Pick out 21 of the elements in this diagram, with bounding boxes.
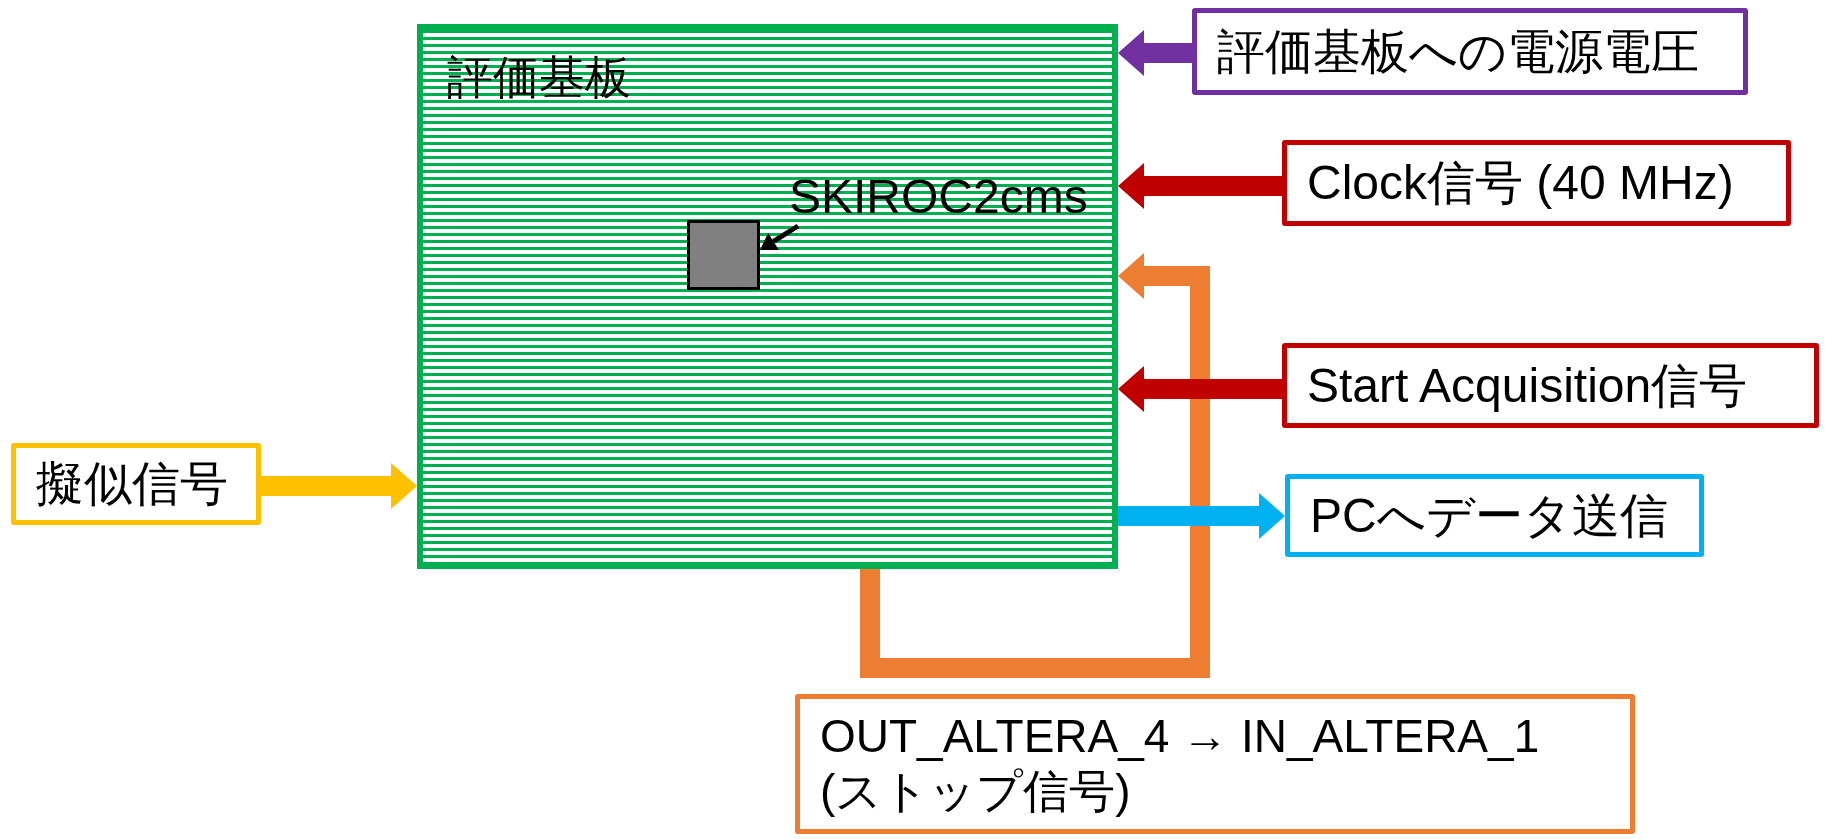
signal-box [1192, 8, 1748, 95]
arrow [261, 463, 417, 509]
arrow [1118, 30, 1192, 76]
signal-label: OUT_ALTERA_4 → IN_ALTERA_1 (ストップ信号) [820, 708, 1541, 819]
loop-arrow [860, 253, 1210, 678]
signal-box [795, 694, 1635, 834]
circuit-board [417, 24, 1118, 569]
signal-box [11, 443, 261, 525]
arrow [1118, 163, 1282, 209]
signal-box [1282, 140, 1791, 226]
signal-label: Start Acquisition信号 [1307, 357, 1748, 414]
signal-label: 評価基板への電源電圧 [1217, 23, 1699, 80]
chip-block [687, 220, 760, 290]
leader-arrow [760, 223, 800, 250]
signal-box [1285, 474, 1704, 557]
signal-label: PCへデータ送信 [1310, 487, 1668, 544]
signal-label: 擬似信号 [36, 456, 228, 513]
signal-box [1282, 343, 1819, 428]
arrow [1118, 493, 1285, 539]
arrow [1118, 366, 1282, 412]
signal-label: Clock信号 (40 MHz) [1307, 155, 1734, 212]
